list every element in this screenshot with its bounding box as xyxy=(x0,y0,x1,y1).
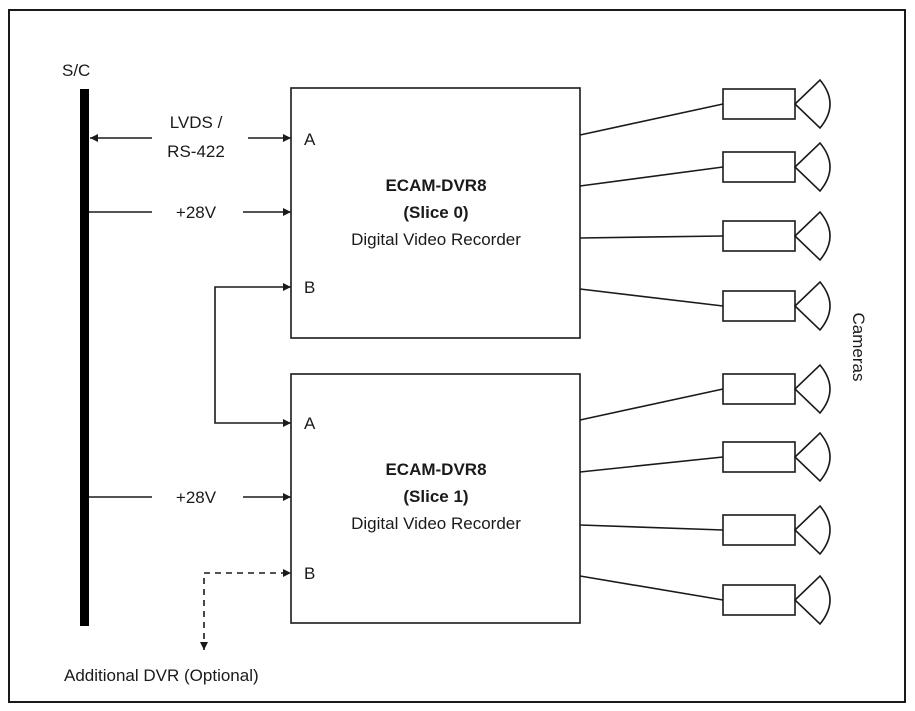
cameras-label: Cameras xyxy=(849,313,868,382)
camera-body-icon xyxy=(722,220,796,252)
camera-1 xyxy=(579,141,831,193)
camera-body-icon xyxy=(722,88,796,120)
camera-lens-icon xyxy=(793,574,831,626)
dvr-slice-1-desc: Digital Video Recorder xyxy=(351,514,521,533)
dvr-slice-0-name: ECAM-DVR8 xyxy=(385,176,486,195)
camera-4 xyxy=(579,363,831,421)
camera-link-4 xyxy=(579,388,724,421)
camera-3 xyxy=(579,280,831,332)
dvr-slice-0-port-b: B xyxy=(304,278,315,297)
camera-0 xyxy=(579,78,831,136)
link-label-line2: RS-422 xyxy=(167,142,225,161)
camera-lens-icon xyxy=(793,78,831,130)
camera-body-icon xyxy=(722,290,796,322)
camera-5 xyxy=(579,431,831,483)
camera-lens-icon xyxy=(793,141,831,193)
camera-body-icon xyxy=(722,584,796,616)
camera-body-icon xyxy=(722,441,796,473)
camera-2 xyxy=(579,210,831,262)
power-label-slice-0: +28V xyxy=(176,203,217,222)
camera-link-2 xyxy=(579,235,724,239)
optional-dvr-link xyxy=(200,569,291,650)
dvr-slice-1-port-b: B xyxy=(304,564,315,583)
dvr-slice-0: A B ECAM-DVR8 (Slice 0) Digital Video Re… xyxy=(290,87,581,339)
bus-label: S/C xyxy=(62,61,90,80)
camera-lens-icon xyxy=(793,210,831,262)
camera-group xyxy=(579,78,831,626)
camera-link-6 xyxy=(579,524,724,531)
camera-lens-icon xyxy=(793,504,831,556)
camera-link-5 xyxy=(579,456,724,473)
dvr-slice-1-name: ECAM-DVR8 xyxy=(385,460,486,479)
optional-dvr-label: Additional DVR (Optional) xyxy=(64,666,259,685)
dvr-slice-1-slice: (Slice 1) xyxy=(403,487,468,506)
camera-body-icon xyxy=(722,514,796,546)
dvr-slice-0-port-a: A xyxy=(304,130,316,149)
dvr-slice-1: A B ECAM-DVR8 (Slice 1) Digital Video Re… xyxy=(290,373,581,624)
camera-6 xyxy=(579,504,831,556)
camera-body-icon xyxy=(722,373,796,405)
camera-link-1 xyxy=(579,166,724,187)
camera-lens-icon xyxy=(793,280,831,332)
camera-body-icon xyxy=(722,151,796,183)
dvr-slice-0-desc: Digital Video Recorder xyxy=(351,230,521,249)
power-label-slice-1: +28V xyxy=(176,488,217,507)
camera-lens-icon xyxy=(793,363,831,415)
camera-link-7 xyxy=(579,575,724,601)
link-label-line1: LVDS / xyxy=(170,113,223,132)
camera-link-3 xyxy=(579,288,724,307)
dvr-slice-1-port-a: A xyxy=(304,414,316,433)
dvr-slice-0-slice: (Slice 0) xyxy=(403,203,468,222)
camera-7 xyxy=(579,574,831,626)
diagram-frame xyxy=(8,9,906,703)
camera-lens-icon xyxy=(793,431,831,483)
camera-link-0 xyxy=(579,103,724,136)
spacecraft-bus-bar xyxy=(80,89,89,626)
daisy-chain-link xyxy=(214,283,291,427)
